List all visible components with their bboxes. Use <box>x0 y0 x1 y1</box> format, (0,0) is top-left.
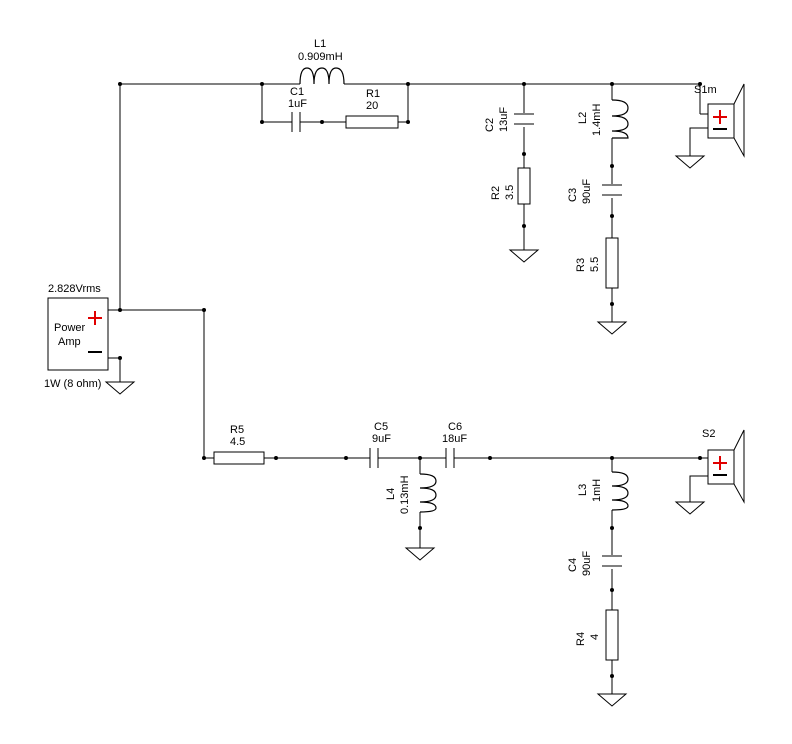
C4-ref: C4 <box>567 558 579 572</box>
L1-value: 0.909mH <box>298 51 343 63</box>
inductor-L1: L1 0.909mH <box>298 38 345 85</box>
R2-value: 3.5 <box>504 185 516 200</box>
speaker-S1: S1m <box>694 83 745 158</box>
C3-value: 90uF <box>581 179 593 204</box>
R5-value: 4.5 <box>230 436 245 448</box>
capacitor-C3: C3 90uF <box>567 179 622 204</box>
R5-ref: R5 <box>230 424 244 436</box>
resistor-R4: R4 4 <box>575 609 619 661</box>
L1-ref: L1 <box>314 38 326 50</box>
L4-ref: L4 <box>385 488 397 500</box>
L3-value: 1mH <box>591 479 603 502</box>
S2-ref: S2 <box>702 428 715 440</box>
C1-ref: C1 <box>290 86 304 98</box>
R3-value: 5.5 <box>589 257 601 272</box>
C2-value: 13uF <box>498 107 510 132</box>
source-voltage-label: 2.828Vrms <box>48 283 101 295</box>
wires <box>108 83 700 694</box>
ground-S2 <box>674 501 706 515</box>
C6-value: 18uF <box>442 433 467 445</box>
capacitor-C4: C4 90uF <box>567 551 622 576</box>
resistor-R5: R5 4.5 <box>213 424 265 465</box>
inductor-L4: L4 0.13mH <box>385 473 437 514</box>
ground-amp <box>104 381 136 395</box>
C5-value: 9uF <box>372 433 391 445</box>
ground-S1 <box>674 155 706 169</box>
inductor-L2: L2 1.4mH <box>577 99 629 139</box>
power-amp-label-line1: Power <box>54 322 86 334</box>
L3-ref: L3 <box>577 484 589 496</box>
power-amp: Power Amp 2.828Vrms 1W (8 ohm) <box>44 283 109 390</box>
resistor-R1: R1 20 <box>345 88 399 129</box>
L4-value: 0.13mH <box>399 475 411 514</box>
ground-R3 <box>596 321 628 335</box>
resistor-R3: R3 5.5 <box>575 237 619 289</box>
R1-value: 20 <box>366 100 378 112</box>
resistor-R2: R2 3.5 <box>490 167 531 205</box>
R1-ref: R1 <box>366 88 380 100</box>
speaker-S2: S2 <box>700 428 745 504</box>
inductor-L3: L3 1mH <box>577 471 629 511</box>
junction-dots <box>118 82 702 678</box>
ground-R4 <box>596 693 628 707</box>
capacitor-C1: C1 1uF <box>286 86 307 132</box>
R2-ref: R2 <box>490 186 502 200</box>
power-amp-label-line2: Amp <box>58 336 81 348</box>
source-power-note: 1W (8 ohm) <box>44 378 101 390</box>
C2-ref: C2 <box>484 118 496 132</box>
R3-ref: R3 <box>575 258 587 272</box>
ground-R2 <box>508 249 540 263</box>
S1-ref: S1m <box>694 84 717 96</box>
capacitor-C2: C2 13uF <box>484 107 534 132</box>
ground-L4 <box>404 547 436 561</box>
R4-value: 4 <box>589 634 601 640</box>
R4-ref: R4 <box>575 632 587 646</box>
C5-ref: C5 <box>374 421 388 433</box>
C6-ref: C6 <box>448 421 462 433</box>
capacitor-C6: C6 18uF <box>442 421 467 468</box>
capacitor-C5: C5 9uF <box>369 421 391 468</box>
C1-value: 1uF <box>288 98 307 110</box>
C3-ref: C3 <box>567 188 579 202</box>
C4-value: 90uF <box>581 551 593 576</box>
L2-value: 1.4mH <box>591 104 603 136</box>
L2-ref: L2 <box>577 112 589 124</box>
